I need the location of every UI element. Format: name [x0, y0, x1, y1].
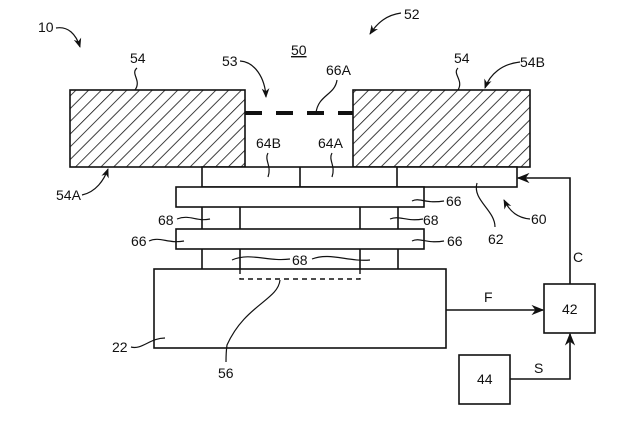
label-53: 53 [222, 53, 238, 69]
leader-arrow-52 [369, 12, 402, 35]
label-64A: 64A [318, 135, 344, 151]
label-10: 10 [38, 19, 54, 35]
label-54-right: 54 [454, 50, 470, 66]
sensor-box [458, 354, 511, 405]
label-signal-S: S [534, 360, 543, 376]
label-56: 56 [218, 365, 234, 381]
control-signal-line [516, 172, 571, 284]
label-50: 50 [291, 42, 307, 58]
sensor-signal-line [510, 332, 576, 380]
label-66-lower-right: 66 [447, 233, 463, 249]
leader-66-upper-right [411, 199, 445, 203]
label-signal-C: C [573, 249, 583, 265]
label-22: 22 [112, 339, 128, 355]
label-54A: 54A [56, 187, 82, 203]
label-60: 60 [531, 211, 547, 227]
label-signal-F: F [484, 289, 493, 305]
leader-arrow-53 [239, 60, 270, 98]
label-68-center: 68 [292, 252, 308, 268]
leader-68-right [389, 217, 424, 221]
label-62: 62 [488, 231, 504, 247]
leader-66-lower-right [411, 239, 445, 243]
base-block [153, 268, 447, 349]
label-66-upper-right: 66 [446, 193, 462, 209]
leader-arrow-54A [81, 168, 109, 196]
leader-62 [475, 182, 496, 228]
leader-arrow-10 [55, 27, 82, 48]
housing-right-block [352, 89, 531, 168]
leader-arrow-60 [503, 199, 531, 220]
leader-22 [130, 337, 166, 349]
housing-left-block [69, 89, 246, 168]
leader-54-right [455, 67, 461, 91]
label-68-left: 68 [158, 212, 174, 228]
label-66-lower-left: 66 [131, 233, 147, 249]
label-64B: 64B [256, 135, 281, 151]
label-54B: 54B [520, 54, 545, 70]
label-54-left: 54 [130, 50, 146, 66]
label-44: 44 [477, 371, 493, 387]
sensing-region [239, 269, 361, 280]
leader-68-left [176, 216, 211, 221]
leader-68-center-right [311, 255, 371, 261]
label-42: 42 [562, 301, 578, 317]
upper-plate [175, 186, 425, 208]
label-66A: 66A [326, 62, 352, 78]
leader-68-center-left [231, 256, 291, 261]
leader-54-left [134, 67, 138, 91]
leader-arrow-54B [484, 61, 521, 89]
leader-56 [225, 279, 281, 363]
top-layer [201, 166, 518, 188]
leader-64B [266, 152, 270, 178]
leader-64A [330, 152, 334, 178]
label-52: 52 [404, 6, 420, 22]
leader-66A [315, 79, 338, 114]
leader-66-lower-left [148, 238, 185, 243]
label-68-right: 68 [423, 212, 439, 228]
lower-plate [175, 228, 425, 250]
